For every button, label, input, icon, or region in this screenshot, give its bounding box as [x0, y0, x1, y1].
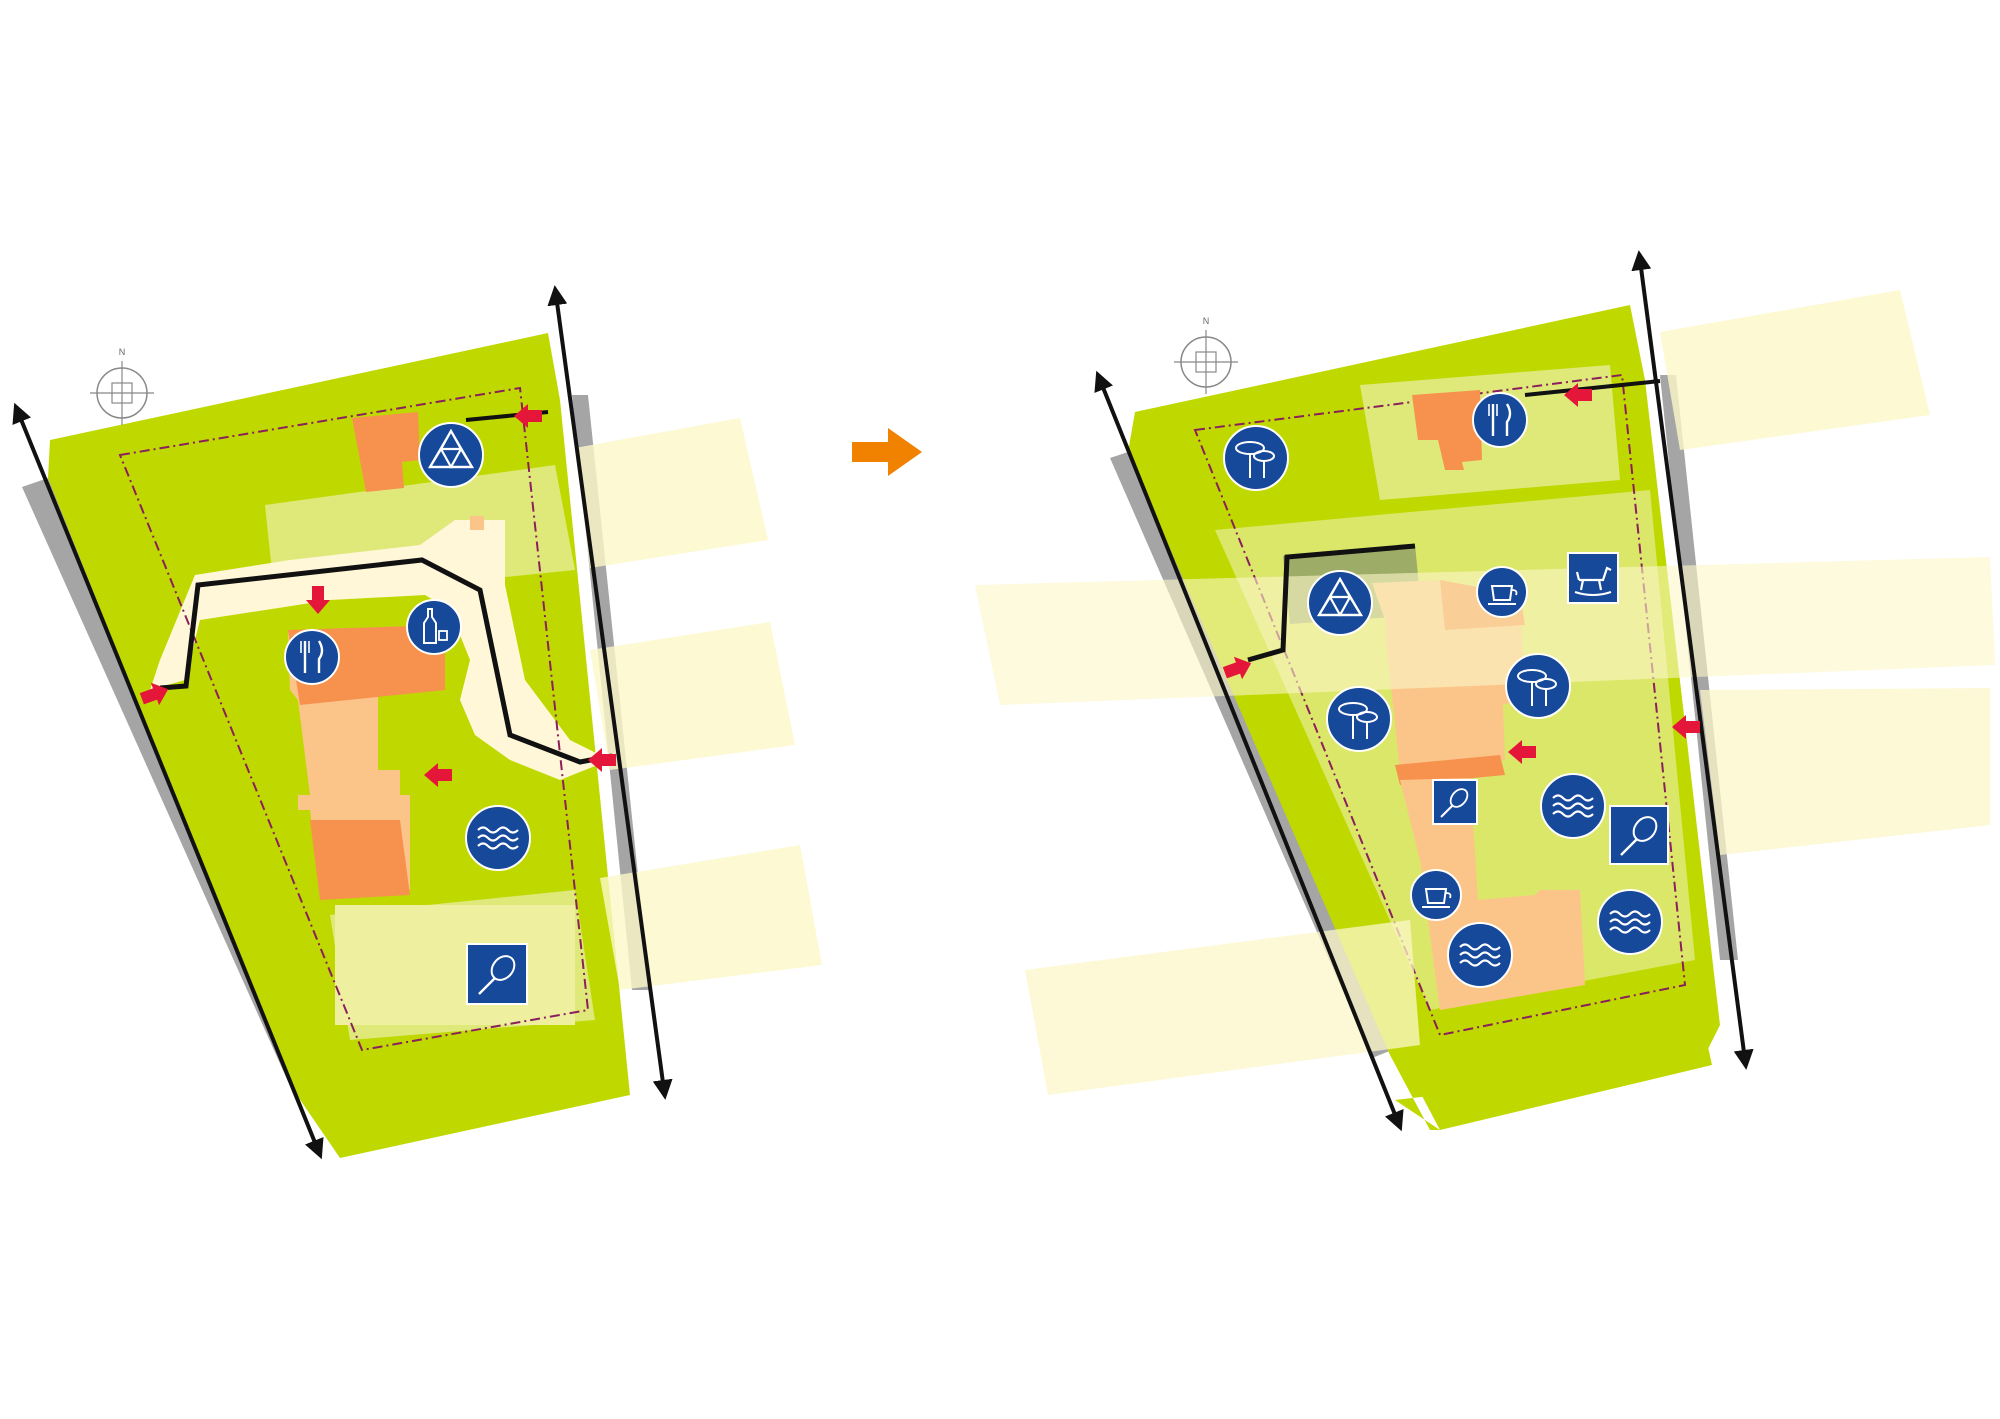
main-building-wing-south [310, 820, 410, 900]
entrance-arrow-north [306, 586, 330, 614]
road-axis-west [1094, 370, 1404, 1132]
north-symbol: N [90, 347, 154, 425]
north-building [1412, 390, 1482, 470]
park-icon [1505, 653, 1571, 719]
entrance-arrow-north [1564, 383, 1592, 407]
context-strip-1 [1660, 290, 1930, 450]
context-strip-1 [575, 418, 768, 568]
north-label: N [1203, 316, 1210, 326]
restaurant-icon [1472, 392, 1528, 448]
small-kiosk [470, 516, 484, 530]
north-building [352, 412, 420, 492]
swimming-icon [1447, 922, 1513, 988]
context-strip-4 [1025, 920, 1420, 1095]
entrance-arrow-west [1222, 656, 1252, 680]
entrance-arrow-northeast [514, 404, 542, 428]
cafe-icon [1476, 566, 1528, 618]
entrance-arrow-east [588, 748, 616, 772]
swimming-icon [1597, 889, 1663, 955]
cafe-icon [1410, 869, 1462, 921]
plan-proposed: N [975, 250, 1995, 1132]
spa-building [1400, 778, 1585, 1010]
park-icon [1326, 686, 1392, 752]
restaurant-icon [284, 629, 340, 685]
swimming-icon [465, 805, 531, 871]
entrance-arrow-building [424, 763, 452, 787]
tennis-icon [1432, 779, 1478, 825]
zone-tennis-field [335, 905, 575, 1025]
park-icon [1223, 425, 1289, 491]
entrance-arrow-east [1672, 715, 1700, 739]
road-axis-west [12, 402, 324, 1160]
wine-bar-icon [406, 599, 462, 655]
road-axis-east [547, 285, 673, 1100]
north-label: N [119, 347, 126, 357]
main-building-orange-band [1395, 755, 1505, 785]
north-symbol: N [1174, 316, 1238, 394]
context-strip-3 [1700, 688, 1990, 855]
context-strip-2 [590, 622, 795, 770]
tennis-icon [1609, 805, 1669, 865]
camping-icon [1307, 570, 1373, 636]
entrance-arrow-west [139, 682, 169, 706]
plan-existing: N [12, 285, 822, 1160]
transition-arrow-icon [852, 428, 922, 476]
swimming-icon [1540, 773, 1606, 839]
road-axis-east [1631, 250, 1754, 1070]
tennis-icon [466, 943, 528, 1005]
camping-icon [418, 422, 484, 488]
playground-icon [1567, 552, 1619, 604]
entrance-arrow-building [1508, 740, 1536, 764]
